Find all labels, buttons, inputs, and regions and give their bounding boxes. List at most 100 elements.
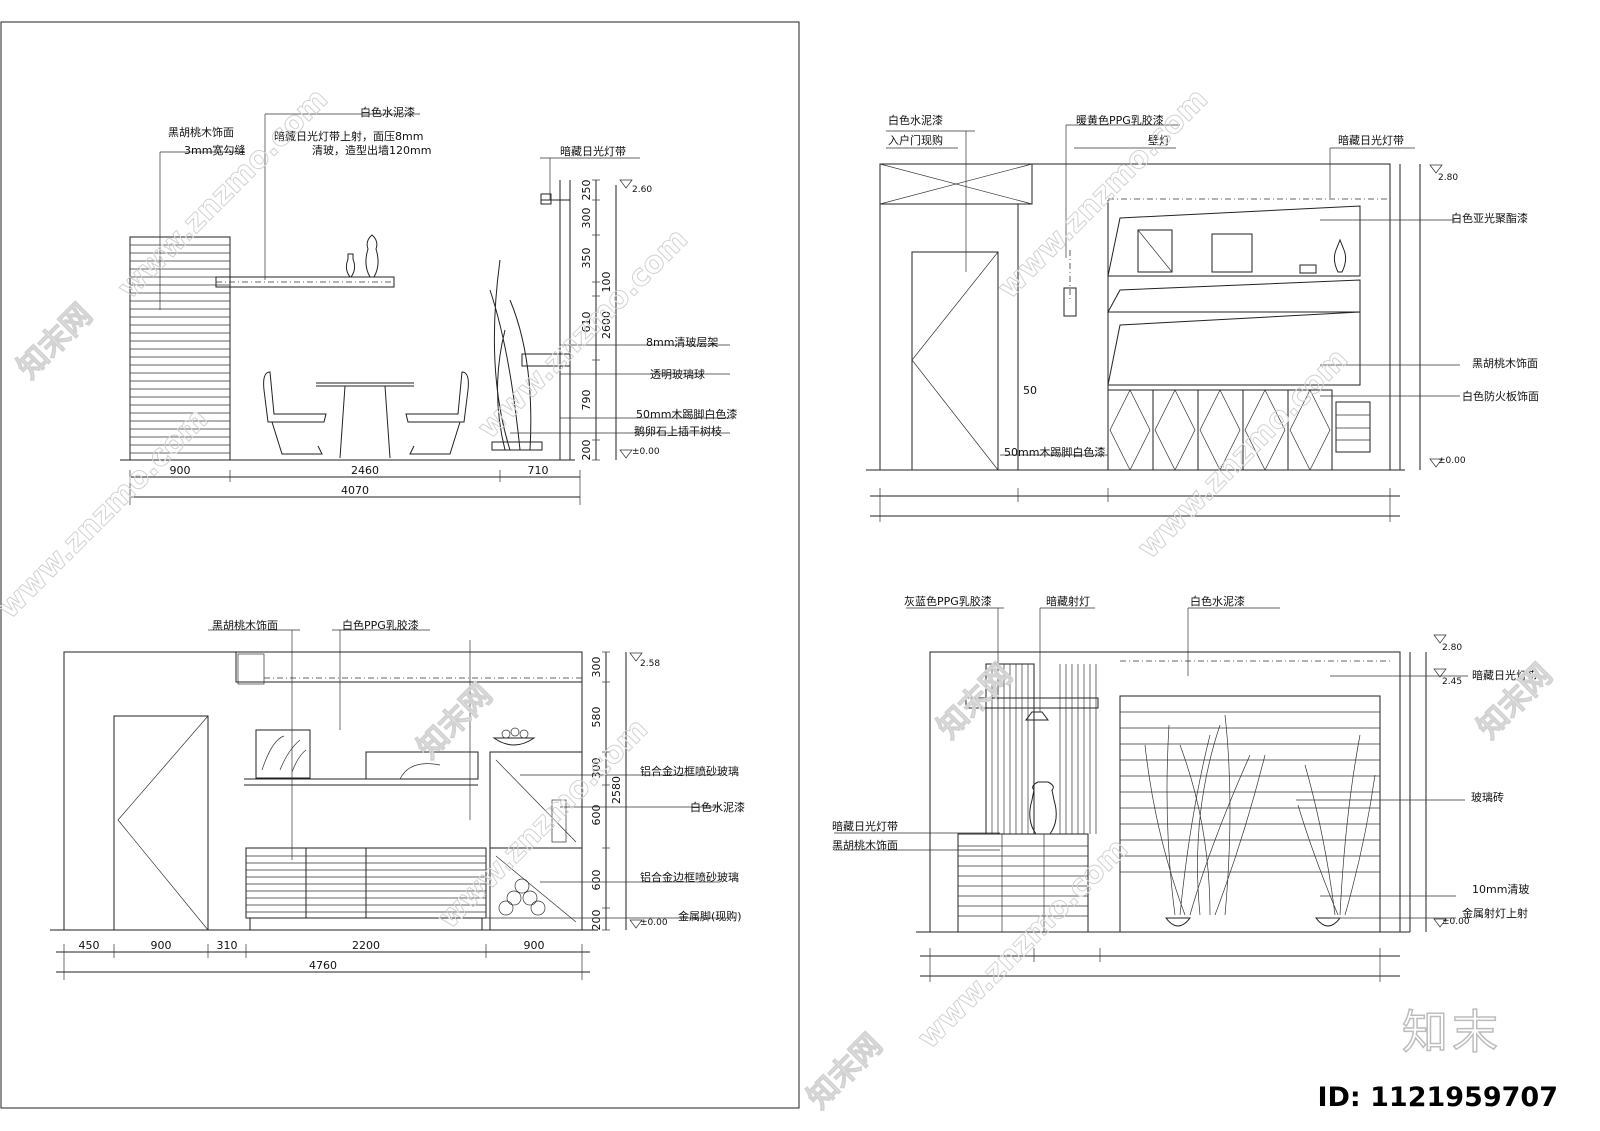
- hdim-c-450: 450: [79, 939, 100, 952]
- label-light-strip-b: 暗藏日光灯带: [1338, 133, 1404, 147]
- vdim-ticks-a: [592, 179, 600, 461]
- label-mark50-b: 50: [1023, 384, 1037, 397]
- vdim-a-100: 100: [600, 272, 613, 293]
- artwork-2-b: [1211, 233, 1253, 273]
- level-zero-b: ±0.00: [1438, 456, 1466, 466]
- label-skirting-a: 50mm木踢脚白色漆: [636, 407, 737, 421]
- vase-d: [1029, 781, 1057, 835]
- elevation-c: 300 580 300 2580 600 600 200 2.58 ±0.00 …: [50, 618, 745, 980]
- hdim-a-total: 4070: [341, 484, 369, 497]
- sideboard-slats-d: [958, 834, 1088, 932]
- left-sheet-frame: [0, 21, 800, 1109]
- label-metal-spot-d: 金属射灯上射: [1462, 906, 1528, 920]
- spot-light-right-d: [1314, 917, 1342, 927]
- vdim-c-300b: 300: [590, 758, 603, 779]
- branches-d: [1144, 714, 1376, 916]
- watermark-site-7: www.znzmo.com: [911, 832, 1135, 1056]
- watermark-cn-5: 知末网: [801, 1027, 889, 1115]
- label-legs-c: 金属脚(现购): [678, 909, 742, 923]
- vdim-a-610: 610: [580, 312, 593, 333]
- label-walnut-c: 黑胡桃木饰面: [212, 618, 278, 632]
- label-spot-d: 暗藏射灯: [1046, 594, 1090, 608]
- elevation-a: 250 300 350 100 610 2600 790 200 2.60 ±0…: [120, 105, 737, 505]
- elevation-d: 2.80 2.45 ±0.00 灰蓝色PPG乳胶漆 暗藏射灯 白色水泥漆 暗藏日…: [832, 594, 1538, 982]
- wall-sconce-b: [1063, 287, 1077, 317]
- vdim-c-600b: 600: [590, 870, 603, 891]
- entrance-door-b: [911, 251, 999, 471]
- hdim-c-900b: 900: [524, 939, 545, 952]
- vdim-c-580: 580: [590, 707, 603, 728]
- glass-shelf-niche-a: [521, 353, 571, 367]
- spot-light-left-d: [1164, 917, 1192, 927]
- label-clear-glass-d: 10mm清玻: [1472, 883, 1529, 896]
- brand-logo: 知末: [1401, 1004, 1502, 1060]
- vdim-a-790: 790: [580, 390, 593, 411]
- level-top-a: 2.60: [632, 185, 652, 195]
- wall-outline-b: [879, 163, 1391, 471]
- wall-outline-c: [63, 651, 583, 931]
- label-paint-d: 白色水泥漆: [1190, 594, 1245, 608]
- label-polyester-b: 白色亚光聚酯漆: [1451, 211, 1528, 225]
- hdim-a-710: 710: [528, 464, 549, 477]
- vdim-a-350: 350: [580, 248, 593, 269]
- vdim-a-200: 200: [580, 440, 593, 461]
- glass-cabinet-c: [489, 751, 583, 931]
- hdim-c-2200: 2200: [352, 939, 380, 952]
- hdim-a-2460: 2460: [351, 464, 379, 477]
- hdim-c-total: 4760: [309, 959, 337, 972]
- brick-courses-d: [1120, 711, 1380, 873]
- hdim-c-310: 310: [217, 939, 238, 952]
- vase-b: [1333, 238, 1347, 273]
- hdim-a-900: 900: [170, 464, 191, 477]
- watermarks: www.znzmo.com www.znzmo.com www.znzmo.co…: [0, 81, 1560, 1116]
- level-zero-d: ±0.00: [1442, 917, 1470, 927]
- branch-decor-a: [489, 259, 543, 451]
- level-top-c: 2.58: [640, 659, 660, 669]
- elevation-b: 2.80 ±0.00 白色水泥漆 入户门现购 暖黄色PPG乳胶漆 壁灯 暗藏日光…: [866, 113, 1539, 522]
- label-frosted-2-c: 铝合金边框喷砂玻璃: [640, 870, 739, 884]
- label-light-strip-2-d: 暗藏日光灯带: [832, 819, 898, 833]
- label-shelf-a: 8mm清玻层架: [646, 336, 718, 349]
- label-yellow-b: 暖黄色PPG乳胶漆: [1076, 113, 1164, 127]
- watermark-site-1: www.znzmo.com: [111, 82, 335, 306]
- artwork-1-b: [1137, 229, 1173, 273]
- label-groove-a: 3mm宽勾缝: [184, 143, 245, 157]
- vdim-a-300: 300: [580, 208, 593, 229]
- watermark-site-6: www.znzmo.com: [1131, 342, 1355, 566]
- sideboard-slats-c: [246, 855, 486, 913]
- label-grey-blue-d: 灰蓝色PPG乳胶漆: [904, 594, 992, 608]
- vdim-a-250: 250: [580, 180, 593, 201]
- level-mid-d: 2.45: [1442, 677, 1462, 687]
- label-ppg-c: 白色PPG乳胶漆: [342, 618, 419, 632]
- vdim-c-2580: 2580: [610, 776, 623, 804]
- leaders-a: [159, 113, 730, 434]
- label-door-b: 入户门现购: [888, 133, 943, 147]
- slat-lines-d: [991, 664, 1097, 834]
- label-fireboard-b: 白色防火板饰面: [1462, 389, 1539, 403]
- header-beam-d: [965, 697, 1099, 709]
- label-sconce-b: 壁灯: [1148, 133, 1170, 147]
- sideboard-d: [957, 833, 1089, 933]
- watermark-site-3: www.znzmo.com: [0, 402, 215, 626]
- label-glass-ball-a: 透明玻璃球: [650, 367, 705, 381]
- label-frosted-1-c: 铝合金边框喷砂玻璃: [640, 764, 739, 778]
- label-skirting-b: 50mm木踢脚白色漆: [1004, 445, 1105, 459]
- label-glass-brick-d: 玻璃砖: [1471, 790, 1504, 804]
- cabinet-doors-b: [1107, 389, 1371, 471]
- artwork-c: [255, 729, 311, 779]
- label-hidden-light-1: 暗藏日光灯带上射，面压8mm: [274, 129, 423, 143]
- watermark-site-4: www.znzmo.com: [431, 712, 655, 936]
- level-top-b: 2.80: [1438, 173, 1458, 183]
- label-walnut-b: 黑胡桃木饰面: [1472, 356, 1538, 370]
- id-label: ID: 1121959707: [1317, 1082, 1558, 1113]
- vdim-c-200: 200: [590, 910, 603, 931]
- spot-lamp-d: [1025, 711, 1049, 721]
- vdim-ticks-c: [602, 651, 610, 931]
- hdim-c-900a: 900: [151, 939, 172, 952]
- dining-set-a: [263, 371, 469, 459]
- vase-small-a: [345, 253, 356, 278]
- label-walnut-a: 黑胡桃木饰面: [168, 125, 234, 139]
- label-paint-c: 白色水泥漆: [690, 800, 745, 814]
- label-paint-a: 白色水泥漆: [360, 105, 415, 119]
- label-paint-b: 白色水泥漆: [888, 113, 943, 127]
